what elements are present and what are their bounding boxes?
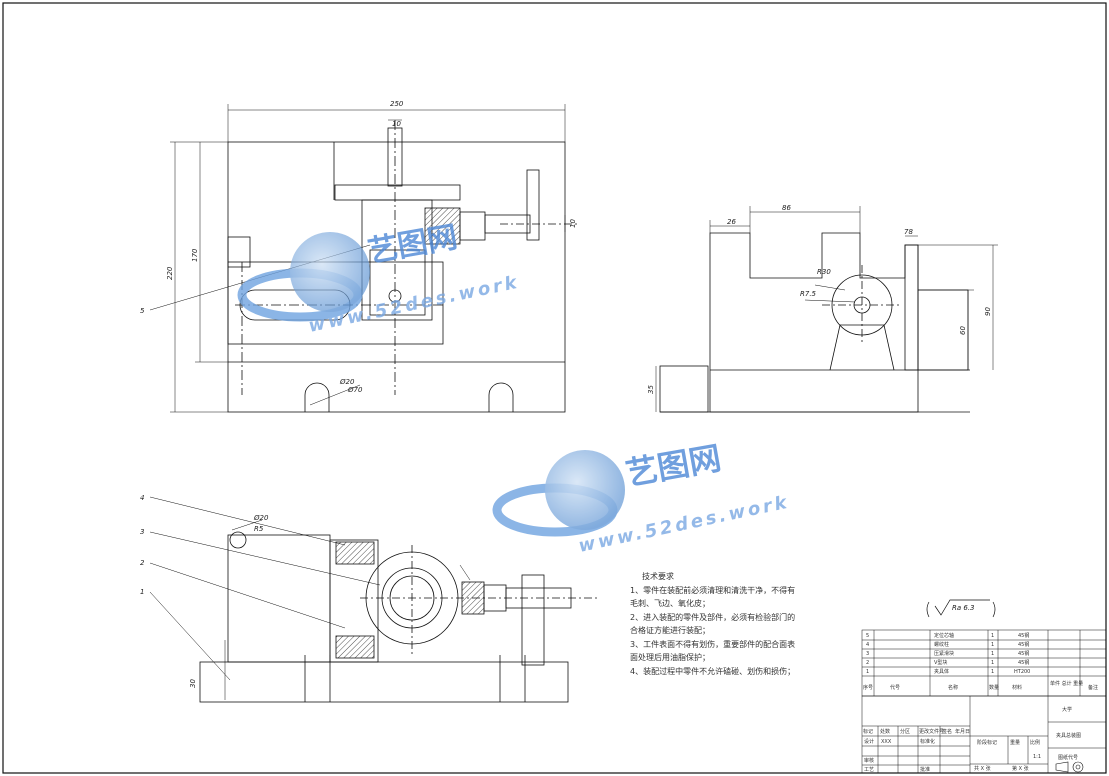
bom-header-qty: 数量 (989, 684, 999, 691)
top-view (199, 531, 600, 703)
top-balloon-1: 1 (140, 588, 144, 596)
tech-line: 毛刺、飞边、氧化皮； (630, 599, 710, 608)
top-leaders (149, 496, 471, 700)
title-block-text: 大学 夹具总装图 图纸代号 标记 处数 分区 更改文件号 签名 年月日 设计 X… (863, 706, 1081, 773)
bom-header-weight: 单件 总计 重量 (1050, 680, 1083, 687)
tech-title: 技术要求 (642, 572, 674, 581)
title-review: 审核 (864, 757, 874, 764)
tech-line: 4、装配过程中零件不允许磕碰、划伤和损伤； (630, 666, 796, 676)
tech-line: 3、工件表面不得有划伤，重要部件的配合面表 (630, 639, 796, 649)
title-block (861, 695, 1107, 774)
bom-qty: 1 (991, 633, 994, 639)
front-dim-height-inner: 170 (191, 248, 199, 262)
tech-line: 2、进入装配的零件及部件，必须有检验部门的 (630, 612, 796, 622)
bom-name: V型块 (934, 659, 947, 666)
tech-line: 1、零件在装配前必须清理和清洗干净，不得有 (630, 585, 796, 595)
watermark-logo-lower: 艺图网 www.52des.work (492, 439, 791, 557)
title-design: 设计 (864, 738, 874, 745)
bom-header-no: 序号 (863, 684, 873, 691)
top-dim-base: 30 (189, 679, 197, 688)
roughness-value: Ra 6.3 (952, 604, 975, 612)
bom-table (861, 629, 1107, 697)
bom-name: 压紧滑块 (934, 650, 954, 657)
front-dim-width: 250 (390, 100, 404, 108)
tech-line: 面处理后用油脂保护； (630, 653, 710, 662)
top-dim-hole: Ø20 (253, 514, 269, 522)
side-dim-left-offset: 26 (727, 218, 736, 226)
bom-qty: 1 (991, 642, 994, 648)
side-dim-right-width: 78 (904, 228, 913, 236)
top-balloon-4: 4 (140, 494, 144, 502)
title-date: 年月日 (955, 728, 970, 735)
bom-header: 序号 代号 名称 数量 材料 单件 总计 重量 备注 (863, 680, 1098, 691)
bom-material: 45钢 (1018, 659, 1029, 666)
title-process: 工艺 (864, 767, 874, 773)
top-balloon-3: 3 (140, 528, 144, 536)
side-dim-h-outer: 90 (984, 307, 992, 316)
bom-header-code: 代号 (890, 684, 900, 691)
bom-header-note: 备注 (1088, 684, 1098, 691)
front-dim-hole-b: Ø70 (347, 386, 363, 394)
watermark-brand: 艺图网 (365, 220, 460, 270)
roughness-symbol (926, 599, 996, 618)
bom-material: 45钢 (1018, 650, 1029, 657)
top-balloon-2: 2 (140, 559, 145, 567)
bom-no: 4 (866, 642, 869, 648)
bom-no: 2 (866, 660, 869, 666)
side-dim-r-large: R30 (817, 268, 831, 276)
bom-no: 3 (866, 651, 869, 657)
watermark-brand: 艺图网 (623, 439, 724, 493)
front-dim-hole-a: Ø20 (339, 378, 355, 386)
title-school: 大学 (1062, 706, 1072, 713)
title-stage: 阶段标记 (977, 739, 997, 746)
front-dim-top-gap: 10 (392, 120, 401, 128)
front-dim-screw: 10 (569, 219, 577, 228)
bom-name: 定位芯轴 (934, 632, 954, 639)
front-view (227, 120, 580, 413)
projection-symbol-icon (1055, 761, 1084, 773)
bom-no: 1 (866, 669, 869, 675)
bom-material: 45钢 (1018, 632, 1029, 639)
bom-material: HT200 (1014, 669, 1030, 675)
title-count: 处数 (880, 728, 890, 735)
title-mark: 标记 (863, 728, 873, 735)
bom-header-material: 材料 (1012, 684, 1022, 691)
title-sheet: 第 X 张 (1012, 765, 1029, 772)
title-sign: 签名 (942, 728, 952, 735)
bom-header-name: 名称 (948, 684, 958, 691)
side-dim-r-small: R7.5 (800, 290, 817, 298)
side-dim-h-inner: 60 (959, 326, 967, 335)
title-drawing-name: 夹具总装图 (1056, 732, 1081, 739)
side-dimensions (655, 206, 998, 412)
bom-qty: 1 (991, 651, 994, 657)
bom-qty: 1 (991, 660, 994, 666)
title-zone: 分区 (900, 728, 910, 735)
title-sheets: 共 X 张 (974, 765, 991, 772)
tech-line: 合格证方能进行装配； (630, 626, 710, 635)
bom-material: 45钢 (1018, 641, 1029, 648)
watermark-logo-upper: 艺图网 www.52des.work (237, 220, 521, 337)
top-dim-radius: R5 (254, 525, 264, 533)
title-standard: 标准化 (920, 738, 935, 745)
technical-requirements: 技术要求 1、零件在装配前必须清理和清洗干净，不得有 毛刺、飞边、氧化皮； 2、… (630, 570, 845, 678)
front-dim-height-outer: 220 (166, 266, 174, 280)
bom-no: 5 (866, 633, 869, 639)
side-view (659, 232, 970, 413)
title-design-val: XXX (881, 739, 892, 745)
front-balloon-5: 5 (140, 307, 145, 315)
bom-name: 螺纹柱 (934, 641, 949, 648)
title-drawing-no: 图纸代号 (1058, 754, 1078, 761)
bom-rows: 5 定位芯轴 1 45钢 4 螺纹柱 1 45钢 3 压紧滑块 1 45钢 2 … (866, 632, 1030, 675)
bom-qty: 1 (991, 669, 994, 675)
title-scale: 1:1 (1033, 754, 1041, 760)
title-weight: 重量 (1010, 739, 1020, 746)
side-dim-base: 35 (647, 385, 655, 394)
bom-name: 夹具体 (934, 668, 949, 675)
title-scale-label: 比例 (1030, 739, 1040, 746)
title-change-doc: 更改文件号 (919, 728, 944, 735)
title-approve: 批准 (920, 766, 930, 773)
side-dim-width-top: 86 (782, 204, 791, 212)
